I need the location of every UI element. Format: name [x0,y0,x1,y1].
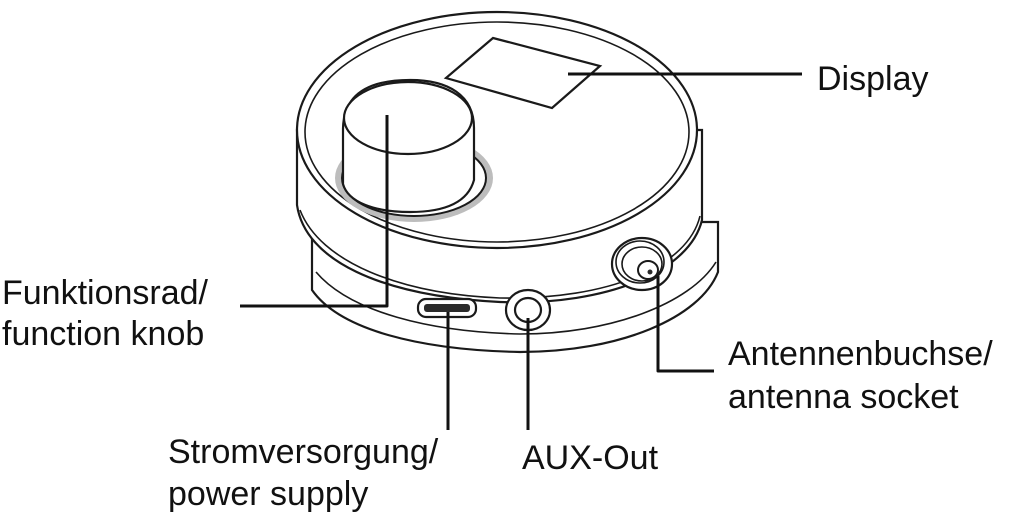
label-aux: AUX-Out [522,439,659,477]
function-knob[interactable] [335,78,493,222]
aux-socket[interactable] [504,288,552,332]
label-antenna-line1: Antennenbuchse/ [728,335,993,373]
knob-cap [342,80,474,156]
leader-knob [240,115,389,308]
label-power-line2: power supply [168,475,368,513]
label-antenna-line2: antenna socket [728,378,959,416]
antenna-socket[interactable] [610,236,674,292]
display-window [443,36,603,110]
usb-port-inner [424,304,470,312]
antenna-center [637,260,659,280]
label-knob-line1: Funktionsrad/ [2,274,209,312]
leader-antenna [656,276,714,373]
label-display: Display [817,60,928,98]
antenna-thread-1 [615,240,665,284]
top-face-inner-rim [304,21,690,243]
base-ring-groove [315,261,717,335]
power-socket[interactable] [416,297,478,319]
antenna-thread-2 [621,246,663,282]
label-knob-line2: function knob [2,315,204,353]
antenna-pin [647,269,653,275]
label-power-line1: Stromversorgung/ [168,433,439,471]
